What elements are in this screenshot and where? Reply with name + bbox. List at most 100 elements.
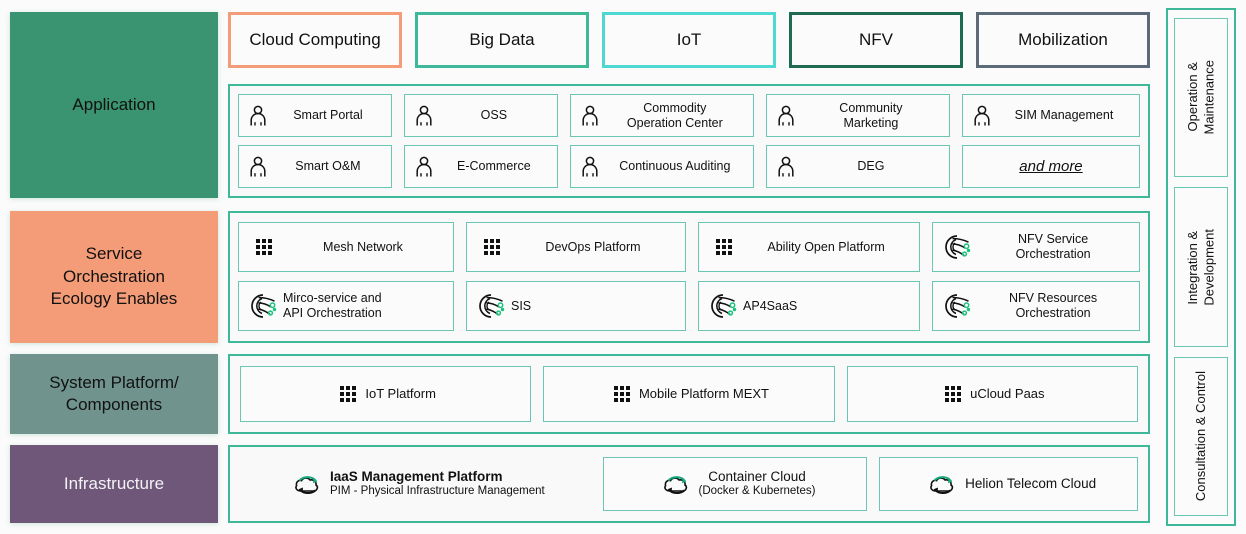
tile-iot-platform-label: IoT Platform: [365, 386, 436, 402]
tile-ability-open-platform[interactable]: Ability Open Platform: [698, 222, 921, 272]
tile-e-commerce-label: E-Commerce: [457, 159, 531, 173]
tab-iot[interactable]: IoT: [602, 12, 776, 68]
tile-iot-platform[interactable]: IoT Platform: [240, 366, 532, 422]
tile-ap4saas-label: AP4SaaS: [743, 298, 798, 313]
tile-smart-portal-label: Smart Portal: [293, 108, 363, 122]
dot-grid-icon: [938, 386, 968, 402]
tile-and-more[interactable]: and more: [961, 145, 1140, 188]
person-icon: [411, 105, 437, 127]
sidebar-item-operation-maintenance[interactable]: Operation &Maintenance: [1174, 18, 1228, 178]
cloud-refresh-icon: [286, 471, 330, 497]
tile-helion-telecom-cloud-title: Helion Telecom Cloud: [965, 476, 1097, 492]
tile-devops-platform-label: DevOps Platform: [545, 239, 641, 254]
tile-smart-portal[interactable]: Smart Portal: [238, 94, 392, 137]
tile-and-more-label: and more: [1019, 157, 1083, 175]
sidebar-item-integration-development[interactable]: Integration &Development: [1174, 187, 1228, 347]
tile-ucloud-paas[interactable]: uCloud Paas: [846, 366, 1138, 422]
person-icon: [245, 105, 271, 127]
tile-ap4saas[interactable]: AP4SaaS: [698, 281, 921, 331]
layer-label-infrastructure-text: Infrastructure: [63, 473, 165, 493]
sidebar-item-consultation-control[interactable]: Consultation & Control: [1174, 356, 1228, 516]
right-sidebar: Operation &Maintenance Integration &Deve…: [1166, 8, 1236, 526]
tab-cloud-computing-label: Cloud Computing: [249, 30, 381, 49]
tile-container-cloud-title: Container Cloud: [708, 469, 806, 485]
tile-sis[interactable]: SIS: [465, 281, 687, 331]
tile-iaas-title: IaaS Management Platform: [330, 469, 503, 485]
tile-mobile-platform-mext[interactable]: Mobile Platform MEXT: [543, 366, 835, 422]
tab-mobilization-label: Mobilization: [1018, 30, 1108, 49]
layer-label-application-text: Application: [72, 94, 156, 114]
orchestration-icon: [941, 234, 975, 260]
cloud-refresh-icon: [655, 471, 699, 497]
dot-grid-icon: [333, 386, 363, 402]
tile-oss[interactable]: OSS: [403, 94, 558, 137]
tile-mesh-network[interactable]: Mesh Network: [238, 222, 454, 272]
layer-label-infrastructure: Infrastructure: [10, 445, 218, 523]
tile-continuous-auditing-label: Continuous Auditing: [619, 159, 731, 173]
tile-ability-open-platform-label: Ability Open Platform: [767, 239, 885, 254]
sidebar-item-integration-development-label: Integration &Development: [1184, 228, 1216, 306]
tab-nfv-label: NFV: [859, 30, 893, 49]
tile-sim-management[interactable]: SIM Management: [961, 94, 1140, 137]
cloud-refresh-icon: [921, 471, 965, 497]
tile-mobile-platform-mext-label: Mobile Platform MEXT: [638, 386, 770, 402]
person-icon: [773, 105, 799, 127]
person-icon: [411, 156, 437, 178]
tab-mobilization[interactable]: Mobilization: [976, 12, 1150, 68]
person-icon: [577, 105, 603, 127]
tile-container-cloud-subtitle: (Docker & Kubernetes): [698, 485, 816, 498]
tile-continuous-auditing[interactable]: Continuous Auditing: [569, 145, 754, 188]
tile-helion-telecom-cloud[interactable]: Helion Telecom Cloud: [879, 457, 1138, 511]
tab-big-data-label: Big Data: [469, 30, 535, 49]
orchestration-icon: [707, 293, 741, 319]
tab-big-data[interactable]: Big Data: [415, 12, 589, 68]
orchestration-icon: [247, 293, 281, 319]
layer-label-application: Application: [10, 12, 218, 198]
tile-iaas-management-platform[interactable]: IaaS Management Platform PIM - Physical …: [240, 457, 591, 511]
tile-smart-om[interactable]: Smart O&M: [238, 145, 392, 188]
tab-iot-label: IoT: [676, 30, 702, 49]
layer-label-system-text: System Platform/Components: [49, 372, 179, 414]
tile-ucloud-paas-label: uCloud Paas: [970, 386, 1045, 402]
tile-e-commerce[interactable]: E-Commerce: [403, 145, 558, 188]
tile-deg-label: DEG: [857, 159, 885, 173]
sidebar-item-operation-maintenance-label: Operation &Maintenance: [1184, 60, 1216, 135]
tile-deg[interactable]: DEG: [765, 145, 950, 188]
service-tiles: Mesh Network DevOps Platform Ability Ope…: [238, 222, 1140, 332]
orchestration-icon: [941, 293, 975, 319]
dot-grid-icon: [247, 239, 281, 255]
tile-oss-label: OSS: [480, 108, 508, 122]
tile-container-cloud[interactable]: Container Cloud (Docker & Kubernetes): [602, 457, 868, 511]
tile-sis-label: SIS: [510, 298, 532, 313]
orchestration-icon: [475, 293, 509, 319]
tab-nfv[interactable]: NFV: [789, 12, 963, 68]
tile-mesh-network-label: Mesh Network: [323, 239, 403, 254]
tile-devops-platform[interactable]: DevOps Platform: [465, 222, 687, 272]
layer-label-system-platform: System Platform/Components: [10, 354, 218, 434]
tile-smart-om-label: Smart O&M: [295, 159, 361, 173]
tab-cloud-computing[interactable]: Cloud Computing: [228, 12, 402, 68]
infrastructure-tiles: IaaS Management Platform PIM - Physical …: [240, 457, 1138, 511]
category-tabs: Cloud Computing Big Data IoT NFV Mobiliz…: [228, 12, 1150, 68]
dot-grid-icon: [475, 239, 509, 255]
system-tiles: IoT Platform Mobile Platform MEXT uCloud…: [240, 366, 1138, 422]
person-icon: [969, 105, 995, 127]
sidebar-item-consultation-control-label: Consultation & Control: [1192, 371, 1208, 502]
person-icon: [577, 156, 603, 178]
tile-sim-management-label: SIM Management: [1014, 108, 1114, 122]
dot-grid-icon: [707, 239, 741, 255]
tile-iaas-subtitle: PIM - Physical Infrastructure Management: [330, 485, 545, 498]
